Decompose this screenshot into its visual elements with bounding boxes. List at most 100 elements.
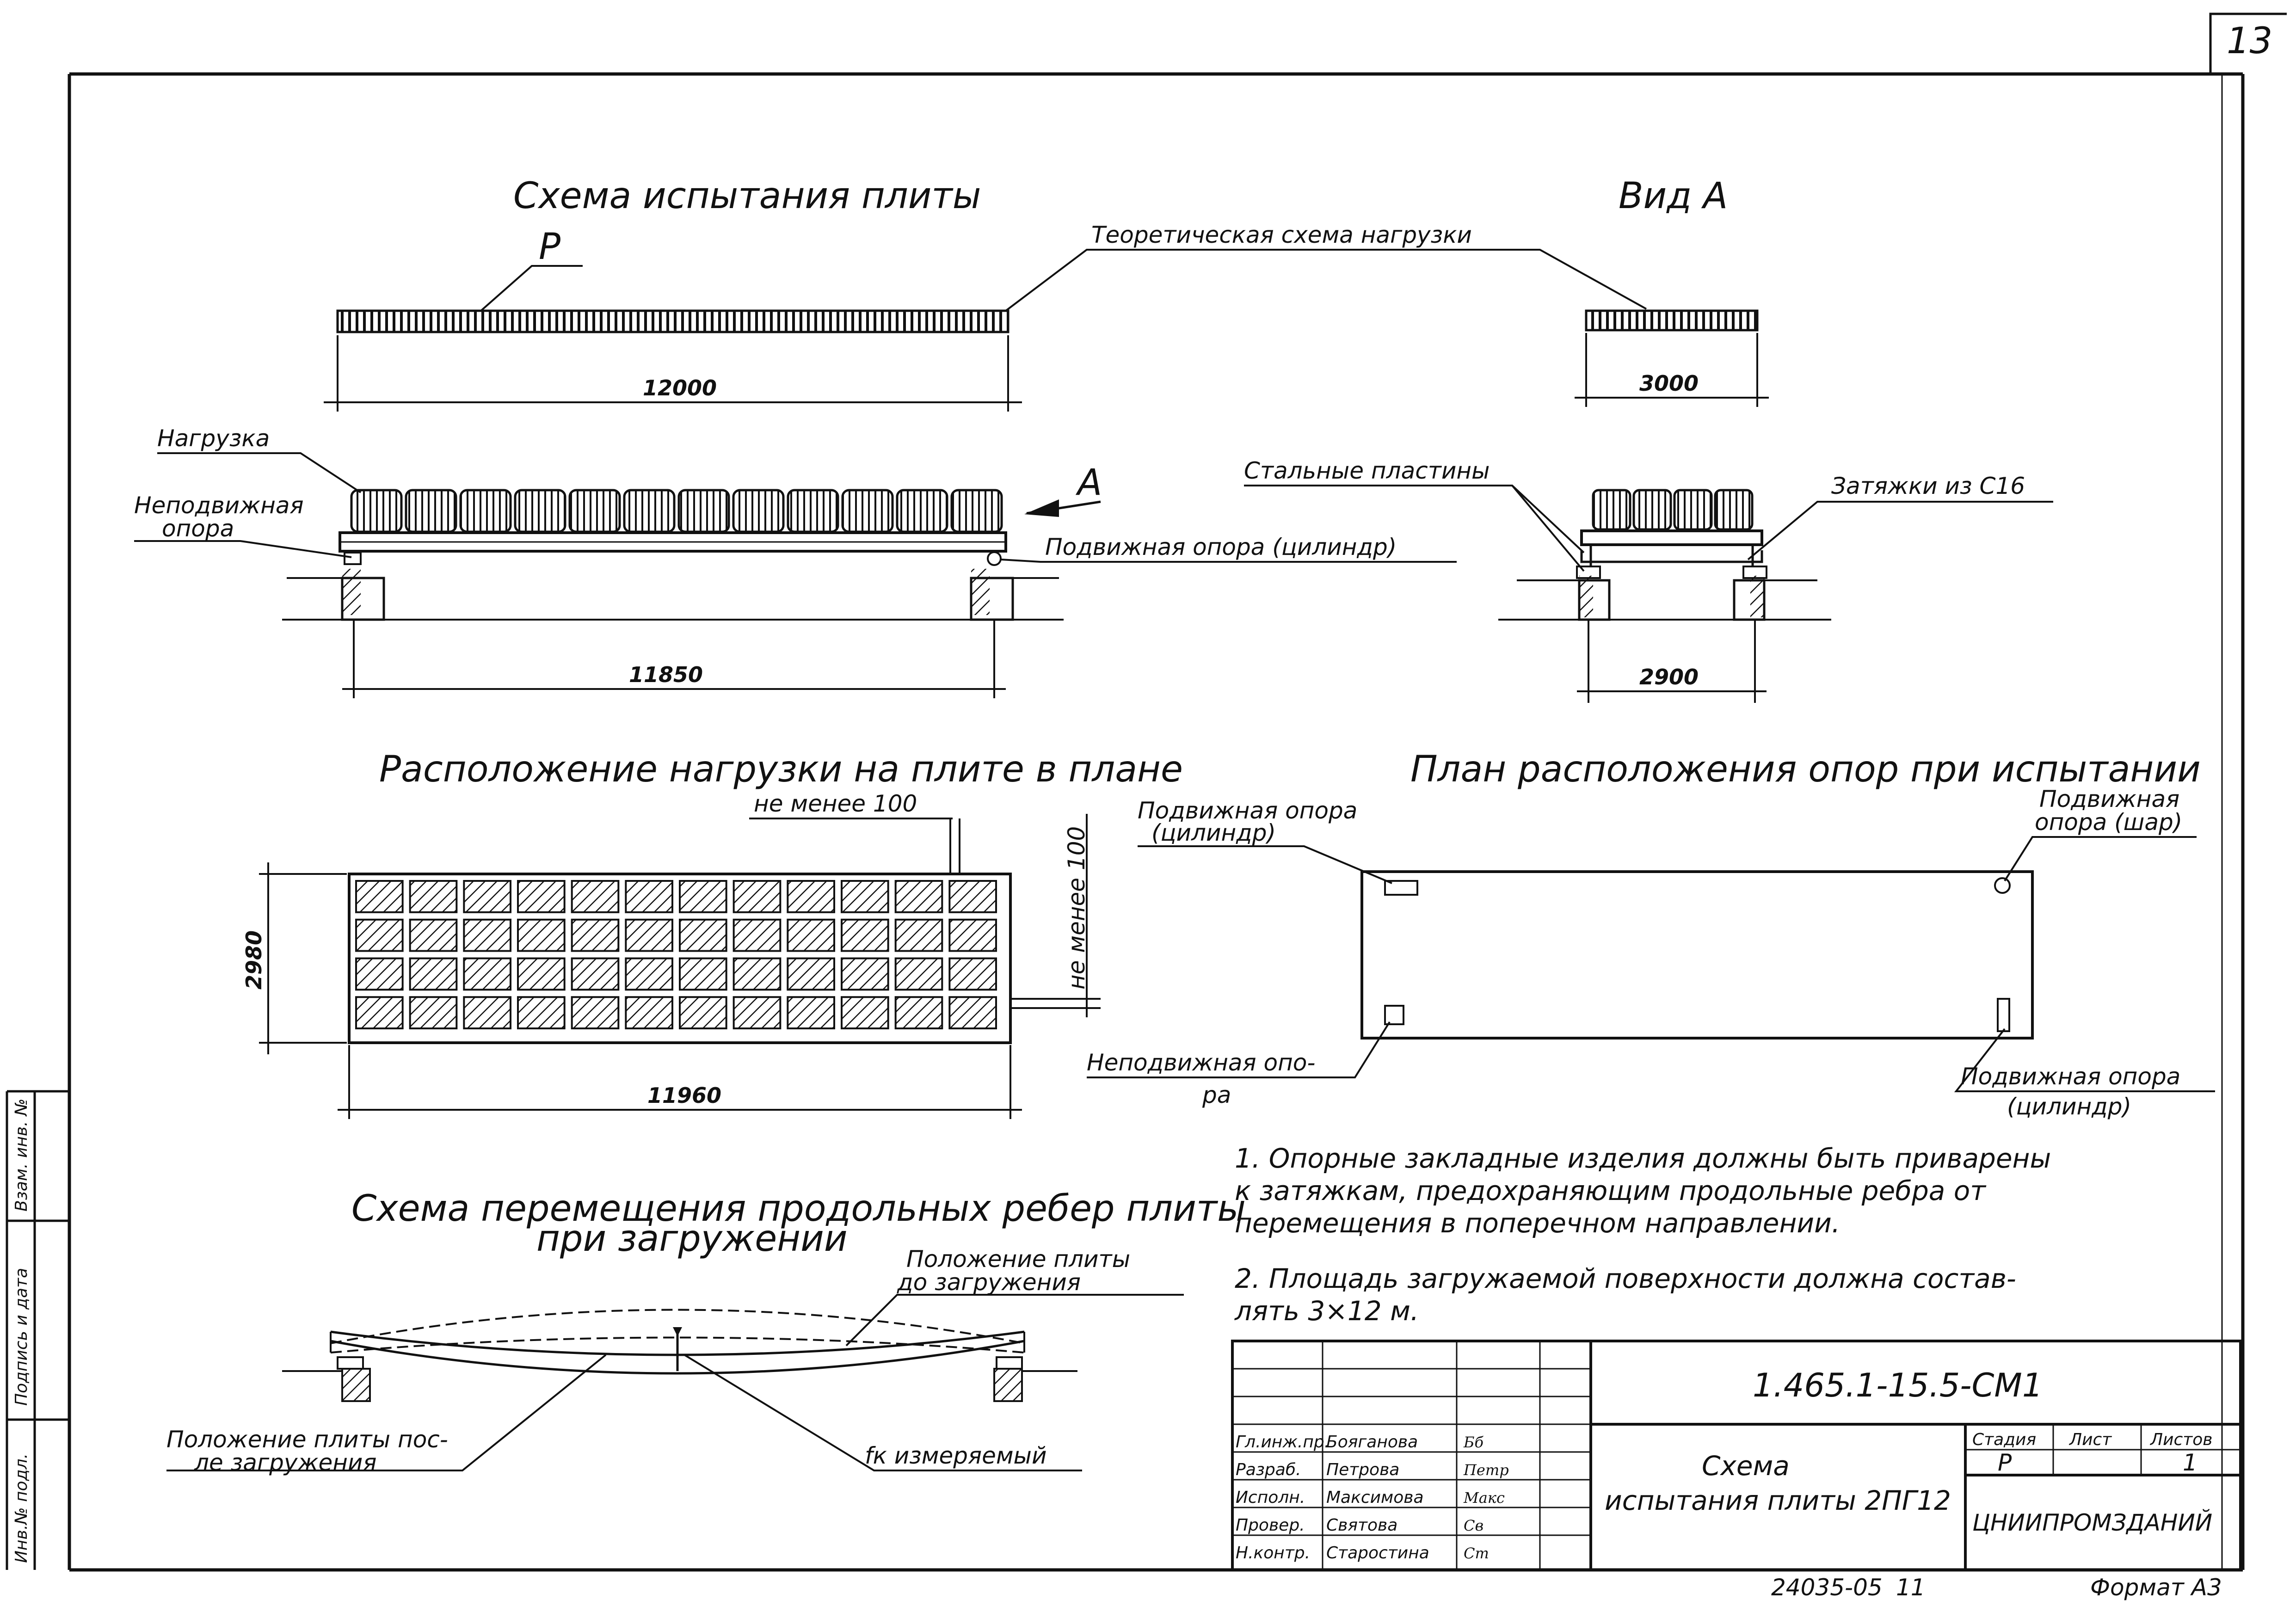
ties-leader xyxy=(1747,501,2053,560)
support-fixed-bottom-left xyxy=(1384,1005,1404,1025)
load-cell xyxy=(787,880,836,913)
length-dim: 12000 xyxy=(643,375,717,400)
displacement-title-2: при загружении xyxy=(536,1218,848,1260)
sign-4: Ст xyxy=(1464,1544,1489,1562)
fixed-support-leader xyxy=(134,540,352,558)
sign-2: Макс xyxy=(1463,1489,1505,1507)
load-plan-title: Расположение нагрузки на плите в плане xyxy=(379,749,1183,790)
load-plan-section: Расположение нагрузки на плите в плане н… xyxy=(241,749,1183,1119)
load-cell xyxy=(733,996,782,1029)
supports-elevation xyxy=(282,551,1064,621)
load-cell xyxy=(894,957,943,991)
load-cell xyxy=(625,880,674,913)
name-3: Святова xyxy=(1326,1516,1397,1535)
load-cell xyxy=(571,918,620,952)
view-a-section: Вид А 3000 Стальные пласт xyxy=(1244,175,2053,703)
top-left-label-1: Подвижная опора xyxy=(1138,797,1357,824)
load-cell xyxy=(679,957,727,991)
view-a-width-dim: 3000 xyxy=(1639,371,1699,396)
load-symbol-leader xyxy=(480,265,583,312)
load-cell xyxy=(733,957,782,991)
load-cell xyxy=(517,918,566,952)
sign-1: Петр xyxy=(1463,1461,1509,1479)
sheet-header: Лист xyxy=(2068,1430,2112,1449)
load-cell xyxy=(894,880,943,913)
fixed-support-label-2: опора xyxy=(162,515,234,542)
support-span-dim: 11850 xyxy=(629,662,703,687)
span-dim-line xyxy=(342,620,1006,698)
role-0: Гл.инж.пр. xyxy=(1236,1433,1330,1452)
load-cell xyxy=(894,918,943,952)
note-line-1: 1. Опорные закладные изделия должны быть… xyxy=(1235,1143,2051,1174)
bottom-left-label-2: ра xyxy=(1202,1082,1231,1108)
plan-length-dim: 11960 xyxy=(647,1083,721,1108)
load-cell xyxy=(733,918,782,952)
view-a-ties xyxy=(1580,545,1763,566)
gap-label: не менее 100 xyxy=(754,790,917,817)
fixed-support-label-1: Неподвижная xyxy=(134,492,304,519)
organization: ЦНИИПРОМЗДАНИЙ xyxy=(1972,1509,2212,1536)
load-cell xyxy=(679,880,727,913)
title-block: 1.465.1-15.5-СМ1 Схема испытания плиты 2… xyxy=(1231,1340,2242,1571)
load-test-title: Схема испытания плиты xyxy=(513,175,981,217)
note-line-2: к затяжкам, предохраняющим продольные ре… xyxy=(1235,1175,1987,1206)
note-line-4: 2. Площадь загружаемой поверхности должн… xyxy=(1235,1263,2016,1294)
load-cell xyxy=(409,996,458,1029)
load-cell xyxy=(409,880,458,913)
top-right-label-1: Подвижная xyxy=(2039,786,2179,812)
load-cell xyxy=(841,880,889,913)
signature-table: Гл.инж.пр. Бояганова Бб Разраб. Петрова … xyxy=(1236,1433,1509,1562)
sign-3: Св xyxy=(1464,1517,1483,1534)
load-cell xyxy=(355,880,404,913)
archive-code: 24035-05 xyxy=(1771,1574,1883,1601)
load-cell xyxy=(409,918,458,952)
before-label-1: Положение плиты xyxy=(906,1246,1130,1273)
after-label-2: ле загружения xyxy=(194,1449,377,1476)
load-cell xyxy=(948,880,997,913)
name-0: Бояганова xyxy=(1326,1433,1418,1452)
support-movable-cylinder-bottom xyxy=(1997,998,2010,1032)
load-cell xyxy=(355,918,404,952)
replacement-label: Взам. инв. № xyxy=(12,1099,31,1212)
load-cell xyxy=(463,918,511,952)
drawing-title-1: Схема xyxy=(1702,1450,1790,1482)
theoretical-leader xyxy=(1005,249,1647,312)
view-a-arrow: А xyxy=(1024,462,1102,517)
length-dim-line xyxy=(324,335,1022,412)
load-grid xyxy=(355,880,997,1029)
format-label: Формат А3 xyxy=(2090,1574,2222,1601)
plan-width-dim-line xyxy=(259,862,347,1054)
load-cell xyxy=(571,957,620,991)
top-right-label-2: опора (шар) xyxy=(2035,809,2182,836)
support-plan-slab xyxy=(1360,870,2034,1040)
load-test-section: Схема испытания плиты P Теоретическая сх… xyxy=(134,175,1647,698)
ties-label: Затяжки из С16 xyxy=(1831,473,2025,499)
load-label: Нагрузка xyxy=(157,425,270,452)
after-label-1: Положение плиты пос- xyxy=(166,1426,448,1453)
before-label-2: до загружения xyxy=(897,1269,1081,1296)
load-cell xyxy=(841,957,889,991)
view-a-load-blocks xyxy=(1592,489,1754,531)
view-a-span-dim-line xyxy=(1577,620,1767,703)
role-3: Провер. xyxy=(1236,1516,1305,1535)
load-cell xyxy=(463,957,511,991)
note-line-5: лять 3×12 м. xyxy=(1234,1295,1419,1327)
slab-before-curve-lower xyxy=(330,1336,1025,1353)
load-cell xyxy=(355,996,404,1029)
sheet-in-set: 11 xyxy=(1896,1574,1926,1601)
note-line-3: перемещения в поперечном направлении. xyxy=(1235,1207,1840,1239)
top-left-label-2: (цилиндр) xyxy=(1151,819,1276,846)
load-cell xyxy=(733,880,782,913)
slab-before-curve xyxy=(330,1309,1025,1344)
load-cell xyxy=(841,996,889,1029)
load-cell xyxy=(517,880,566,913)
slab-after-curve-lower xyxy=(330,1340,1025,1375)
steel-plates-label: Стальные пластины xyxy=(1244,457,1490,484)
load-cell xyxy=(787,918,836,952)
load-cell xyxy=(409,957,458,991)
uniform-load-bar xyxy=(336,309,1010,333)
role-1: Разраб. xyxy=(1236,1460,1301,1479)
load-cell xyxy=(517,957,566,991)
drawing-title-2: испытания плиты 2ПГ12 xyxy=(1605,1485,1951,1516)
bottom-right-label-1: Подвижная опора xyxy=(1961,1063,2180,1090)
